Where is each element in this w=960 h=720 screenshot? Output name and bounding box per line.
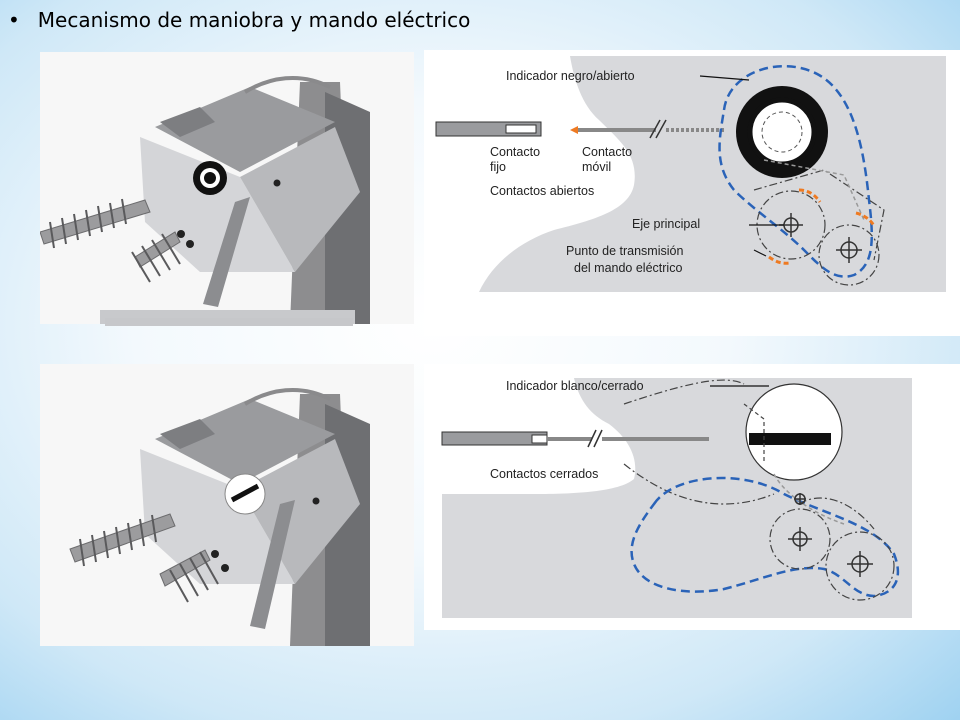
photo-strip bbox=[105, 318, 353, 326]
slide-title: Mecanismo de maniobra y mando eléctrico bbox=[37, 8, 471, 32]
label-contacto-fijo-1: Contacto bbox=[490, 145, 540, 159]
label-contactos-cerrados: Contactos cerrados bbox=[490, 467, 598, 481]
slide-title-row: • Mecanismo de maniobra y mando eléctric… bbox=[8, 8, 470, 32]
label-indicador-negro-abierto: Indicador negro/abierto bbox=[506, 69, 635, 83]
photo-actuator-open bbox=[40, 52, 414, 324]
label-contacto-movil-1: Contacto bbox=[582, 145, 632, 159]
bullet-icon: • bbox=[8, 8, 20, 32]
label-contactos-abiertos: Contactos abiertos bbox=[490, 184, 594, 198]
label-punto-transmision-2: del mando eléctrico bbox=[574, 261, 682, 275]
label-contacto-movil-2: móvil bbox=[582, 160, 611, 174]
label-punto-transmision-1: Punto de transmisión bbox=[566, 244, 683, 258]
label-contacto-fijo-2: fijo bbox=[490, 160, 506, 174]
schematic-closed: Indicador blanco/cerrado Contactos cerra… bbox=[424, 364, 960, 630]
label-indicador-blanco-cerrado: Indicador blanco/cerrado bbox=[506, 379, 644, 393]
photo-actuator-closed bbox=[40, 364, 414, 646]
label-eje-principal: Eje principal bbox=[632, 217, 700, 231]
schematic-open: Indicador negro/abierto Contacto fijo Co… bbox=[424, 50, 960, 336]
